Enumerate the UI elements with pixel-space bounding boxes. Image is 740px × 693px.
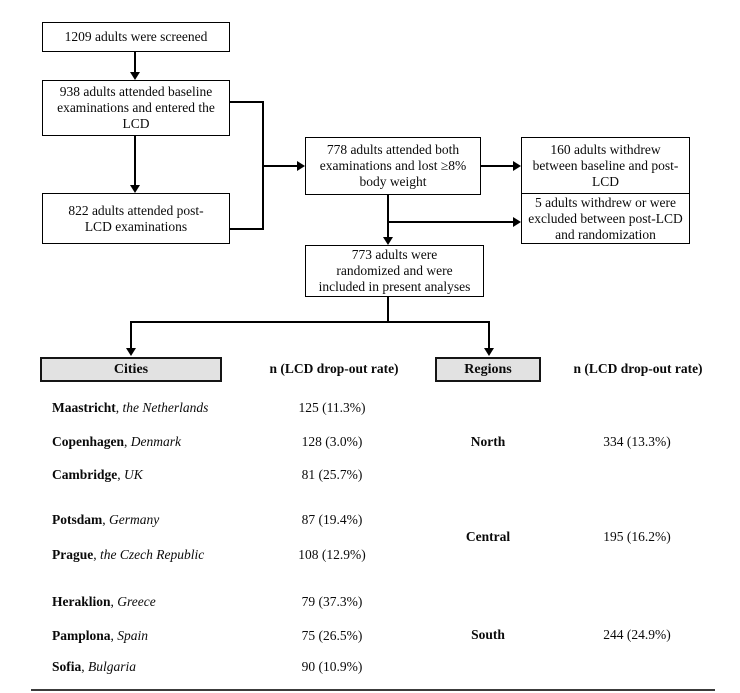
flow-box-withdrew-5-line1: 5 adults withdrew or were xyxy=(535,194,676,210)
arrow-right-withdrew-5 xyxy=(513,217,521,227)
city-row-label: Pamplona, Spain xyxy=(52,628,148,644)
flow-box-randomized-line2: randomized and were xyxy=(336,263,453,278)
cities-header-box: Cities xyxy=(40,357,222,382)
arrow-down-randomized xyxy=(383,237,393,245)
arrow-right-both-exams xyxy=(297,161,305,171)
connector-screened-baseline xyxy=(134,52,136,73)
city-name: Copenhagen xyxy=(52,434,125,449)
flow-box-screened: 1209 adults were screened xyxy=(42,22,230,52)
flow-box-withdrew-160: 160 adults withdrew between baseline and… xyxy=(521,137,690,195)
city-row-label: Prague, the Czech Republic xyxy=(52,547,204,563)
region-row-label: North xyxy=(470,434,506,449)
connector-bracket-to-both xyxy=(262,165,297,167)
arrow-down-cities xyxy=(126,348,136,356)
flow-box-withdrew-160-line3: LCD xyxy=(592,174,619,189)
city-row-value: 75 (26.5%) xyxy=(301,628,363,643)
city-name: Cambridge xyxy=(52,467,118,482)
city-row-label: Copenhagen, Denmark xyxy=(52,434,181,450)
city-row-label: Potsdam, Germany xyxy=(52,512,159,528)
region-row-value: 244 (24.9%) xyxy=(603,627,671,642)
flow-box-withdrew-5-line2: excluded between post-LCD xyxy=(528,210,683,226)
city-row-value: 108 (12.9%) xyxy=(298,547,366,562)
city-separator: , xyxy=(93,547,100,562)
city-row-label: Cambridge, UK xyxy=(52,467,143,483)
flow-box-randomized-line3: included in present analyses xyxy=(318,279,471,294)
flow-box-randomized-line1: 773 adults were xyxy=(351,247,438,262)
flow-box-withdrew-5-line3: and randomization xyxy=(555,226,656,242)
city-name: Heraklion xyxy=(52,594,111,609)
flow-box-baseline-line3: LCD xyxy=(122,116,150,131)
figure-bottom-rule xyxy=(31,689,715,691)
city-row-label: Sofia, Bulgaria xyxy=(52,659,136,675)
flow-box-both-exams-line3: body weight xyxy=(359,174,427,189)
flow-box-withdrew-160-line2: between baseline and post- xyxy=(532,158,679,173)
connector-randomized-split xyxy=(387,297,389,323)
city-country: Bulgaria xyxy=(88,659,137,674)
city-row-value: 81 (25.7%) xyxy=(301,467,363,482)
region-row-value: 195 (16.2%) xyxy=(603,529,671,544)
connector-split-horizontal xyxy=(130,321,490,323)
city-row-value: 90 (10.9%) xyxy=(301,659,363,674)
connector-split-right xyxy=(488,321,490,348)
flow-box-post-lcd-line1: 822 adults attended post- xyxy=(68,202,204,218)
flow-box-screened-text: 1209 adults were screened xyxy=(64,29,208,44)
city-name: Sofia xyxy=(52,659,82,674)
city-country: Spain xyxy=(117,628,149,643)
flow-box-baseline-line1: 938 adults attended baseline xyxy=(59,84,213,99)
city-name: Prague xyxy=(52,547,94,562)
city-country: the Netherlands xyxy=(122,400,209,415)
connector-bracket-top xyxy=(229,101,264,103)
city-name: Maastricht xyxy=(52,400,116,415)
city-row-label: Maastricht, the Netherlands xyxy=(52,400,208,416)
city-name: Potsdam xyxy=(52,512,103,527)
cities-header-label: Cities xyxy=(113,361,149,377)
flow-box-baseline: 938 adults attended baseline examination… xyxy=(42,80,230,136)
connector-split-left xyxy=(130,321,132,348)
connector-baseline-postlcd xyxy=(134,136,136,186)
arrow-right-withdrew-160 xyxy=(513,161,521,171)
city-row-value: 125 (11.3%) xyxy=(298,400,366,415)
city-row-value: 79 (37.3%) xyxy=(301,594,363,609)
flow-box-both-exams: 778 adults attended both examinations an… xyxy=(305,137,481,195)
arrow-down-postlcd xyxy=(130,185,140,193)
connector-bracket-bottom xyxy=(229,228,264,230)
connector-both-randomized xyxy=(387,195,389,237)
arrow-down-baseline xyxy=(130,72,140,80)
city-separator: , xyxy=(117,467,124,482)
city-country: Germany xyxy=(109,512,160,527)
city-row-value: 128 (3.0%) xyxy=(301,434,363,449)
city-separator: , xyxy=(81,659,89,674)
regions-header-box: Regions xyxy=(435,357,541,382)
flow-box-post-lcd: 822 adults attended post- LCD examinatio… xyxy=(42,193,230,244)
regions-n-header: n (LCD drop-out rate) xyxy=(573,361,703,376)
city-row-label: Heraklion, Greece xyxy=(52,594,156,610)
region-row-value: 334 (13.3%) xyxy=(603,434,671,449)
city-country: UK xyxy=(124,467,143,482)
city-separator: , xyxy=(124,434,131,449)
flow-box-randomized: 773 adults were randomized and were incl… xyxy=(305,245,484,297)
region-row-label: South xyxy=(471,627,505,642)
flow-box-post-lcd-line2: LCD examinations xyxy=(84,218,188,234)
city-row-value: 87 (19.4%) xyxy=(301,512,363,527)
city-separator: , xyxy=(110,628,118,643)
flow-box-both-exams-line2: examinations and lost ≥8% xyxy=(319,158,467,173)
cities-n-header: n (LCD drop-out rate) xyxy=(269,361,399,376)
arrow-down-regions xyxy=(484,348,494,356)
city-country: the Czech Republic xyxy=(100,547,205,562)
flow-box-baseline-line2: examinations and entered the xyxy=(57,100,215,115)
city-country: Denmark xyxy=(130,434,182,449)
city-name: Pamplona xyxy=(52,628,111,643)
connector-both-withdrew160 xyxy=(481,165,513,167)
city-separator: , xyxy=(115,400,123,415)
regions-header-label: Regions xyxy=(464,361,512,377)
city-country: Greece xyxy=(117,594,156,609)
connector-branch-withdrew5 xyxy=(387,221,513,223)
flow-box-withdrew-5: 5 adults withdrew or were excluded betwe… xyxy=(521,193,690,244)
region-row-label: Central xyxy=(465,529,511,544)
city-separator: , xyxy=(102,512,109,527)
city-separator: , xyxy=(110,594,118,609)
flow-box-withdrew-160-line1: 160 adults withdrew xyxy=(550,142,661,157)
flow-box-both-exams-line1: 778 adults attended both xyxy=(326,142,460,157)
